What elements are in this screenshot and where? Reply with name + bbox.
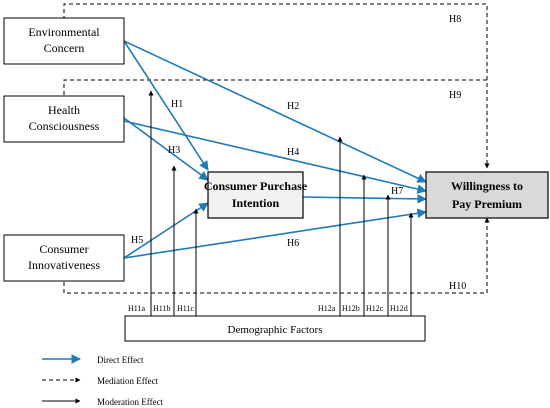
environmental-concern-node: Environmental Concern xyxy=(3,17,125,65)
legend-direct-label: Direct Effect xyxy=(97,355,144,365)
hypothesis-h9-label: H9 xyxy=(449,90,461,101)
health-consciousness-label-1: Health xyxy=(48,103,80,117)
moderation-h11a-label: H11a xyxy=(128,304,145,313)
moderation-h11b-label: H11b xyxy=(153,304,170,313)
hypothesis-h5-label: H5 xyxy=(131,235,143,246)
legend-moderation-label: Moderation Effect xyxy=(97,397,164,407)
demographic-factors-label: Demographic Factors xyxy=(228,324,323,336)
moderation-h11c-label: H11c xyxy=(177,304,194,313)
direct-arrow-h6 xyxy=(123,208,427,259)
hypothesis-h10-label: H10 xyxy=(449,281,466,292)
moderation-h12c-label: H12c xyxy=(366,304,384,313)
direct-arrow-h5 xyxy=(123,202,209,259)
health-consciousness-label-2: Consciousness xyxy=(29,119,100,133)
hypothesis-h1-label: H1 xyxy=(171,99,183,110)
health-consciousness-node: Health Consciousness xyxy=(3,95,125,143)
consumer-innovativeness-label-1: Consumer xyxy=(39,242,88,256)
consumer-purchase-intention-node: Consumer Purchase Intention xyxy=(204,171,308,219)
hypothesis-h2-label: H2 xyxy=(287,101,299,112)
direct-arrow-h3 xyxy=(123,117,209,181)
consumer-innovativeness-label-2: Innovativeness xyxy=(28,258,100,272)
willingness-to-pay-premium-node: Willingness to Pay Premium xyxy=(425,171,549,219)
mediation-path-h8 xyxy=(63,3,490,169)
hypothesis-h3-label: H3 xyxy=(168,145,180,156)
direct-arrow-h2 xyxy=(123,40,427,183)
hypothesis-h4-label: H4 xyxy=(287,147,299,158)
hypothesis-h6-label: H6 xyxy=(287,238,299,249)
consumer-innovativeness-node: Consumer Innovativeness xyxy=(3,234,125,282)
direct-arrow-h1 xyxy=(123,40,209,171)
environmental-concern-label-2: Concern xyxy=(44,41,85,55)
direct-arrow-h4 xyxy=(123,120,427,194)
environmental-concern-label-1: Environmental xyxy=(28,25,100,39)
legend-mediation-label: Mediation Effect xyxy=(97,376,159,386)
mediation-path-h9 xyxy=(63,79,487,95)
moderation-h12a-label: H12a xyxy=(318,304,336,313)
legend: Direct Effect Mediation Effect Moderatio… xyxy=(42,354,164,407)
willingness-label-1: Willingness to xyxy=(451,179,523,193)
hypothesis-h8-label: H8 xyxy=(449,14,461,25)
moderation-h12d-label: H12d xyxy=(390,304,408,313)
purchase-intention-label-1: Consumer Purchase xyxy=(204,179,308,193)
hypothesis-h7-label: H7 xyxy=(391,186,403,197)
willingness-label-2: Pay Premium xyxy=(452,197,522,211)
purchase-intention-label-2: Intention xyxy=(232,196,280,210)
mediation-path-h10 xyxy=(63,217,490,294)
moderation-h12b-label: H12b xyxy=(342,304,360,313)
demographic-factors-node: Demographic Factors xyxy=(124,315,426,342)
